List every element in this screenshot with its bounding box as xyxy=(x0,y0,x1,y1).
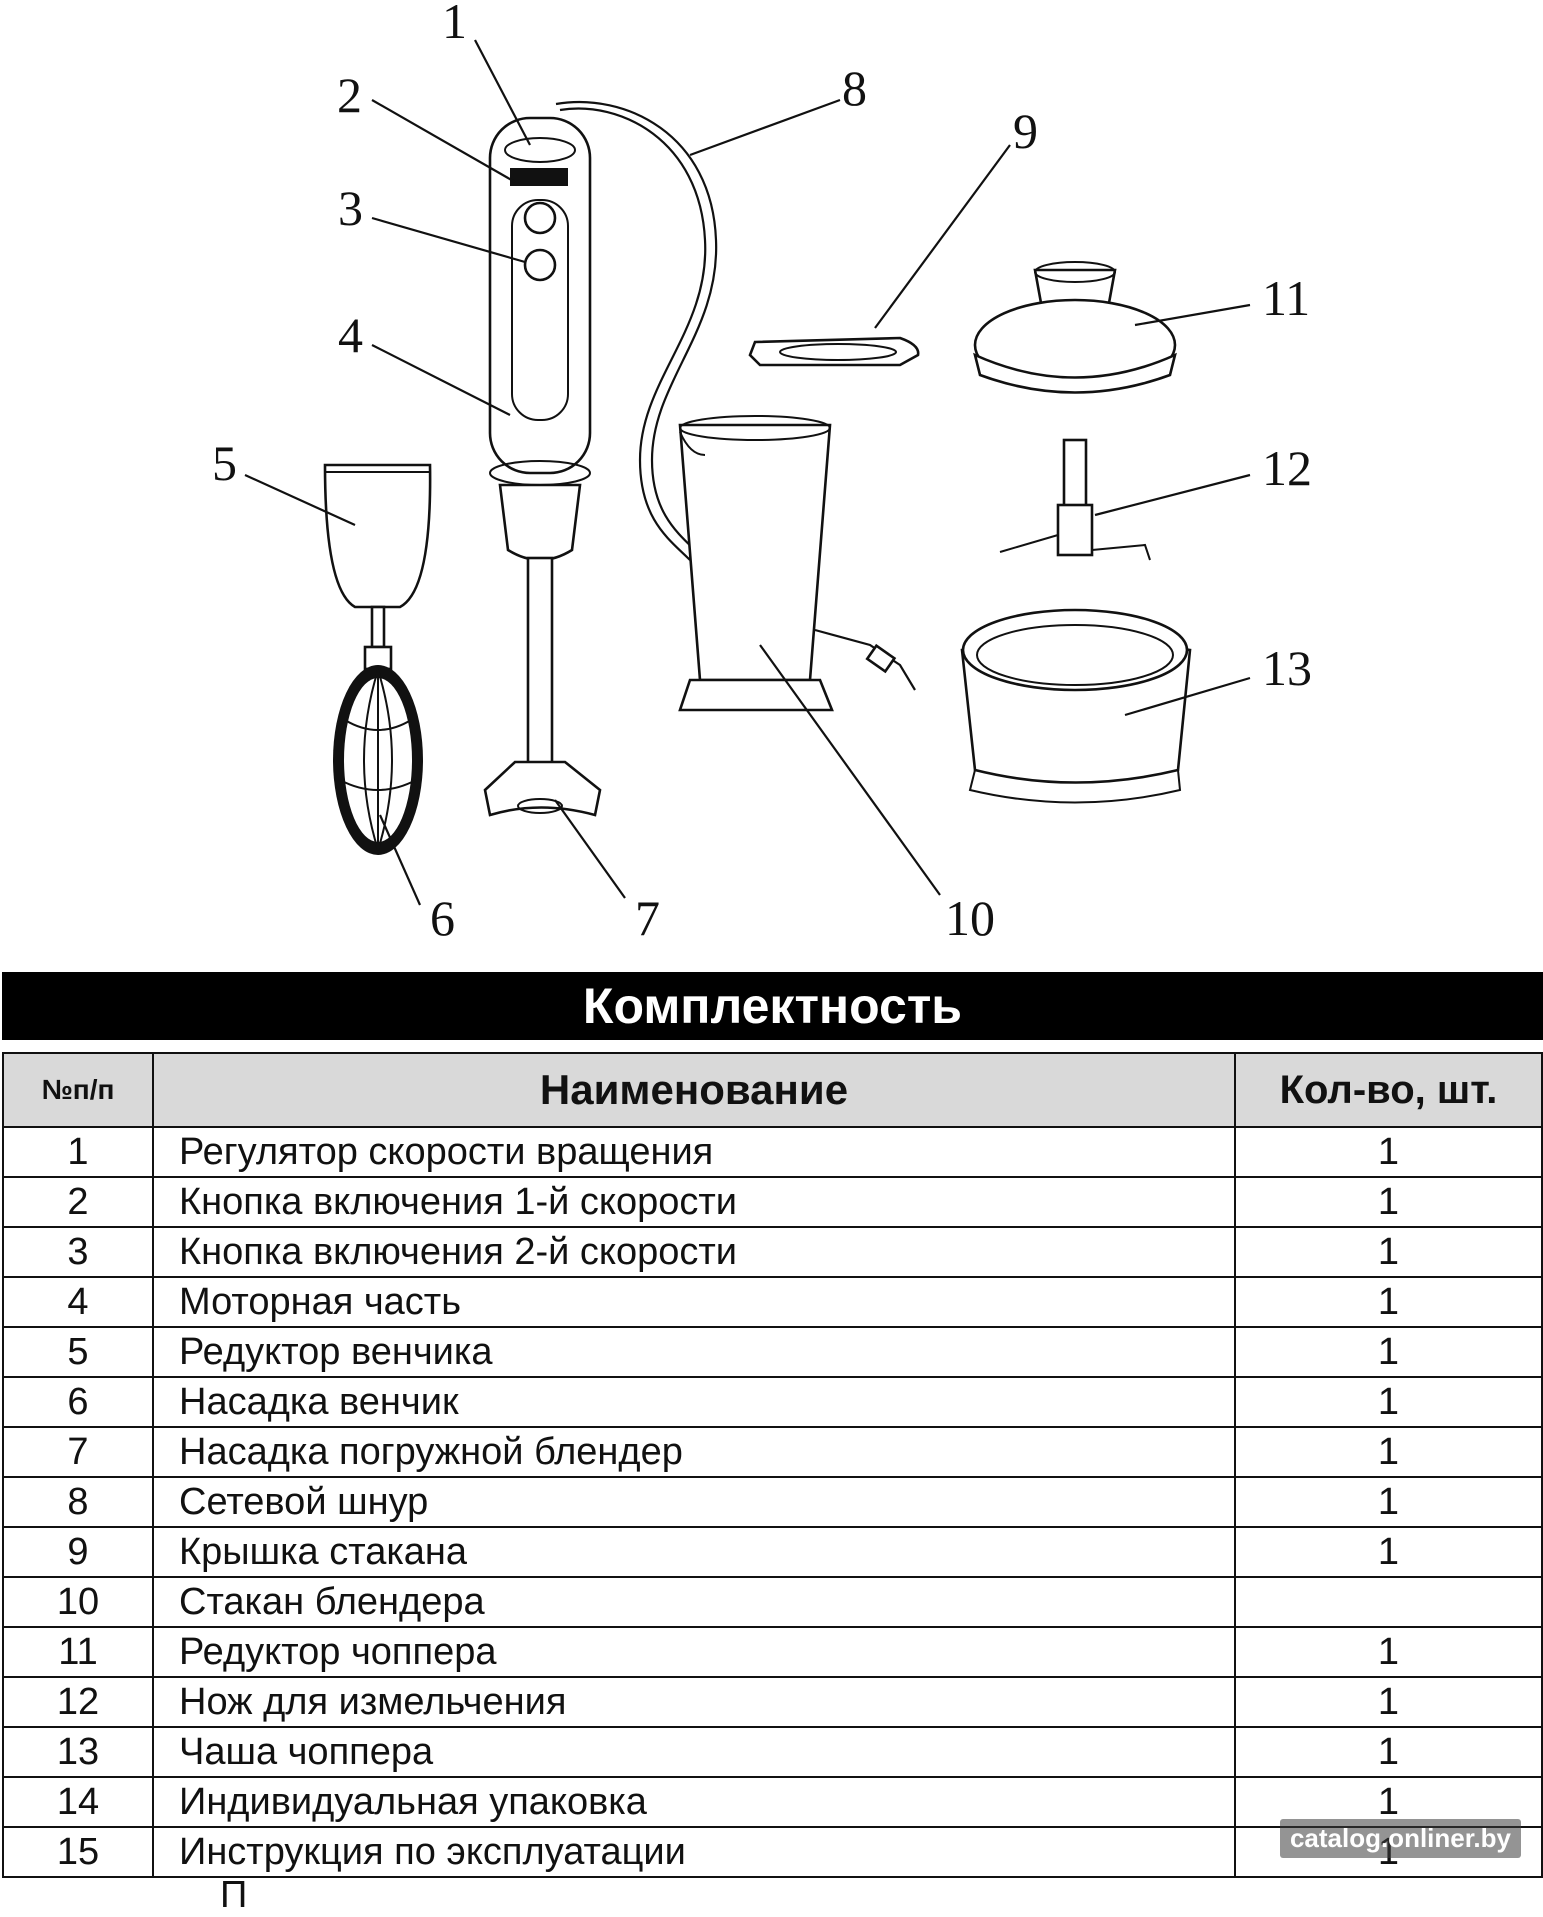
callout-label-9: 9 xyxy=(1013,103,1038,159)
row-name: Кнопка включения 2-й скорости xyxy=(152,1226,1236,1278)
callout-label-8: 8 xyxy=(842,60,867,116)
row-number: 9 xyxy=(2,1526,154,1578)
row-quantity: 1 xyxy=(1234,1326,1543,1378)
row-quantity: 1 xyxy=(1234,1376,1543,1428)
row-quantity: 1 xyxy=(1234,1626,1543,1678)
row-number: 10 xyxy=(2,1576,154,1628)
section-title-bar: Комплектность xyxy=(2,972,1543,1040)
callout-label-2: 2 xyxy=(337,67,362,123)
callout-label-7: 7 xyxy=(635,890,660,946)
row-name: Инструкция по эксплуатации xyxy=(152,1826,1236,1878)
row-number: 2 xyxy=(2,1176,154,1228)
callout-label-3: 3 xyxy=(338,180,363,236)
row-name: Редуктор чоппера xyxy=(152,1626,1236,1678)
row-number: 1 xyxy=(2,1126,154,1178)
row-quantity: 1 xyxy=(1234,1676,1543,1728)
callout-label-6: 6 xyxy=(430,890,455,946)
row-quantity: 1 xyxy=(1234,1176,1543,1228)
watermark: catalog.onliner.by xyxy=(1279,1819,1521,1858)
blender-parts-diagram: 1 2 3 4 5 6 7 8 9 10 11 12 13 xyxy=(212,0,1312,946)
row-name: Индивидуальная упаковка xyxy=(152,1776,1236,1828)
row-number: 5 xyxy=(2,1326,154,1378)
row-name: Насадка венчик xyxy=(152,1376,1236,1428)
row-number: 8 xyxy=(2,1476,154,1528)
callout-label-4: 4 xyxy=(338,307,363,363)
callout-label-11: 11 xyxy=(1262,270,1310,326)
row-quantity: 1 xyxy=(1234,1526,1543,1578)
row-quantity xyxy=(1234,1576,1543,1628)
row-number: 4 xyxy=(2,1276,154,1328)
chopper-blade-illustration xyxy=(999,438,1151,561)
row-number: 7 xyxy=(2,1426,154,1478)
row-name: Нож для измельчения xyxy=(152,1676,1236,1728)
motor-unit-illustration xyxy=(488,116,592,562)
table-header-row: №п/п Наименование Кол-во, шт. xyxy=(2,1052,1543,1128)
row-name: Чаша чоппера xyxy=(152,1726,1236,1778)
chopper-bowl-illustration xyxy=(960,608,1192,804)
row-name: Крышка стакана xyxy=(152,1526,1236,1578)
row-quantity: 1 xyxy=(1234,1426,1543,1478)
row-name: Стакан блендера xyxy=(152,1576,1236,1628)
row-name: Моторная часть xyxy=(152,1276,1236,1328)
row-number: 13 xyxy=(2,1726,154,1778)
callout-label-13: 13 xyxy=(1262,640,1312,696)
row-number: 12 xyxy=(2,1676,154,1728)
row-quantity: 1 xyxy=(1234,1726,1543,1778)
row-quantity: 1 xyxy=(1234,1226,1543,1278)
callout-label-10: 10 xyxy=(945,890,995,946)
header-quantity: Кол-во, шт. xyxy=(1234,1052,1543,1128)
callout-label-5: 5 xyxy=(212,435,237,491)
footer-text-fragment: П xyxy=(220,1874,248,1916)
whisk-gearbox-illustration xyxy=(323,463,432,671)
chopper-gearbox-illustration xyxy=(973,261,1177,394)
row-quantity: 1 xyxy=(1234,1276,1543,1328)
row-quantity: 1 xyxy=(1234,1126,1543,1178)
row-name: Сетевой шнур xyxy=(152,1476,1236,1528)
beaker-illustration xyxy=(678,415,834,712)
row-quantity: 1 xyxy=(1234,1476,1543,1528)
whisk-illustration xyxy=(333,665,423,855)
header-number: №п/п xyxy=(2,1052,154,1128)
row-number: 3 xyxy=(2,1226,154,1278)
row-name: Редуктор венчика xyxy=(152,1326,1236,1378)
callout-label-12: 12 xyxy=(1262,440,1312,496)
row-name: Насадка погружной блендер xyxy=(152,1426,1236,1478)
row-name: Кнопка включения 1-й скорости xyxy=(152,1176,1236,1228)
row-number: 11 xyxy=(2,1626,154,1678)
blender-attachment-illustration xyxy=(483,556,602,817)
beaker-lid-illustration xyxy=(748,336,920,367)
row-number: 15 xyxy=(2,1826,154,1878)
header-name: Наименование xyxy=(152,1052,1236,1128)
row-number: 14 xyxy=(2,1776,154,1828)
row-number: 6 xyxy=(2,1376,154,1428)
callout-leader-lines xyxy=(244,39,1251,906)
row-name: Регулятор скорости вращения xyxy=(152,1126,1236,1178)
callout-label-1: 1 xyxy=(442,0,467,49)
